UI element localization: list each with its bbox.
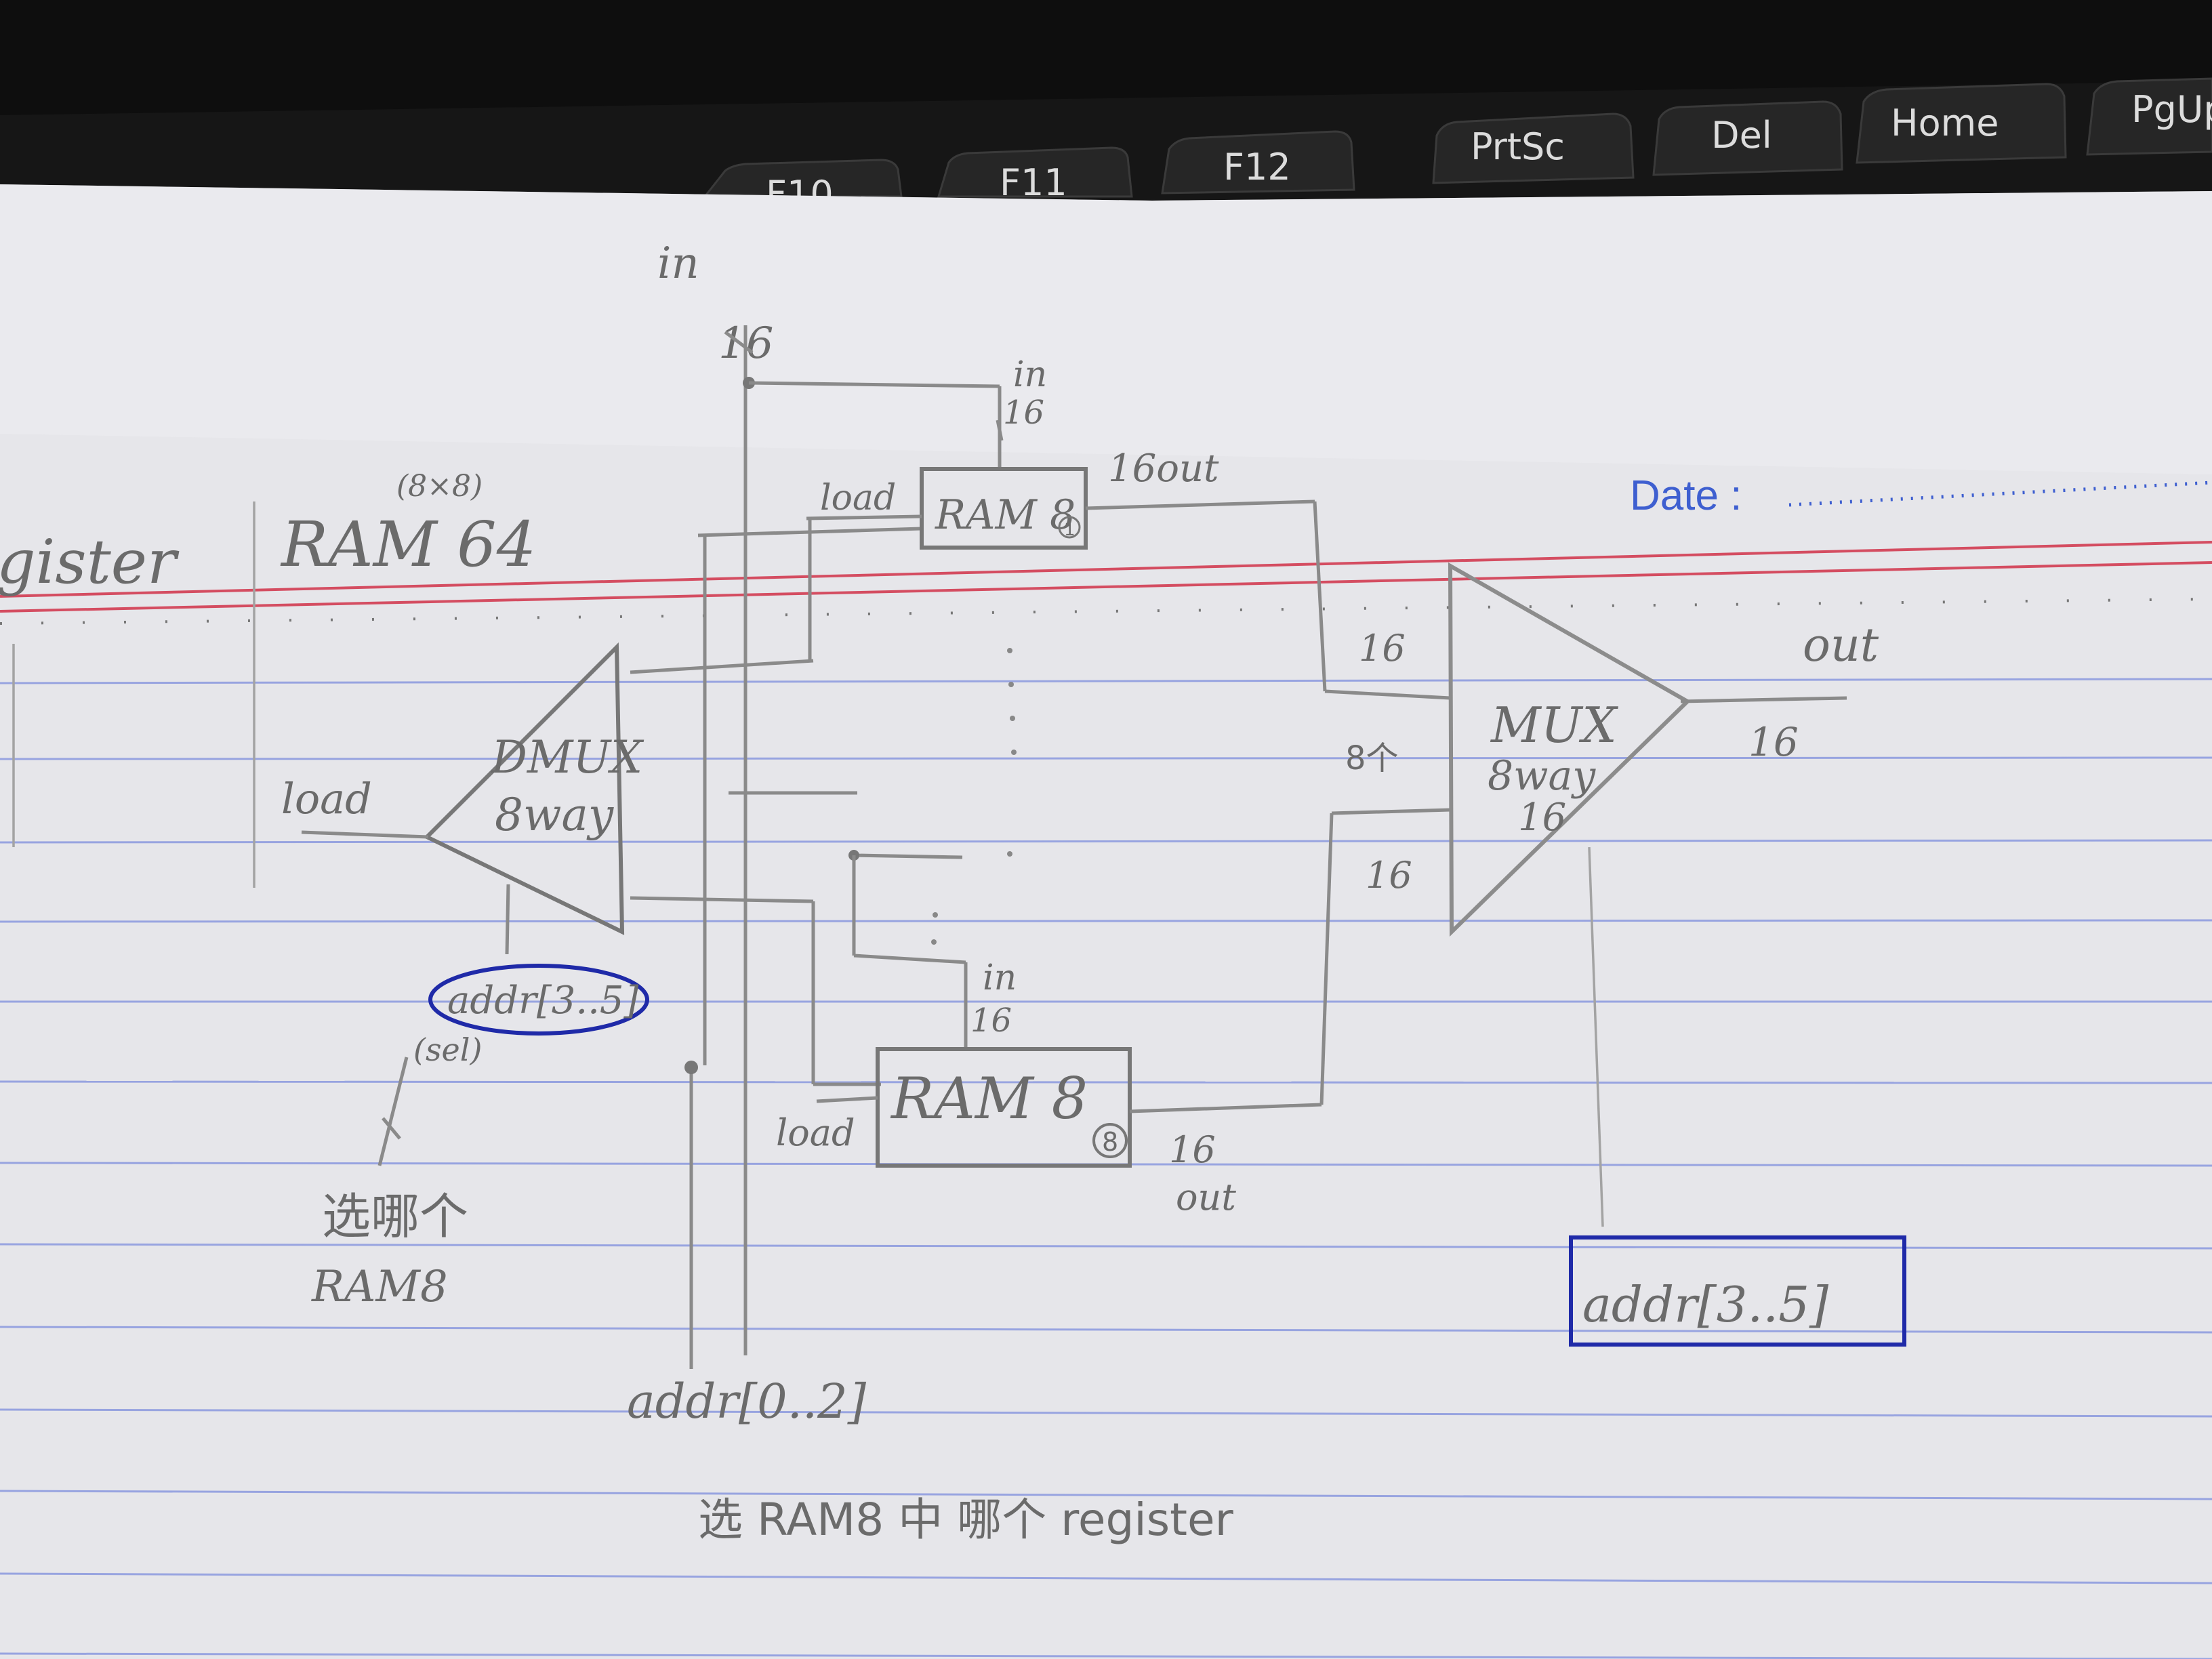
dmux-8way: DMUX 8way load addr[3..5] (sel) 选哪个 RAM8 — [281, 642, 881, 1312]
key-home-label: Home — [1891, 102, 1999, 144]
mux-in-mid: 8个 — [1345, 739, 1399, 777]
title-note: (8×8) — [396, 469, 483, 504]
addr-low-note: 选 RAM8 中 哪个 register — [698, 1494, 1234, 1546]
key-f11-label: F11 — [1000, 161, 1067, 204]
mux-sel: addr[3..5] — [1582, 1276, 1829, 1333]
notebook-page: Date : gister — [0, 184, 2212, 1659]
key-del-label: Del — [1711, 114, 1772, 157]
key-pgup: PgUp — [2086, 77, 2212, 156]
dmux-sel-note: (sel) — [413, 1031, 482, 1068]
mux-out: out — [1803, 619, 1879, 672]
key-del: Del — [1652, 100, 1843, 176]
date-label: Date : — [1630, 472, 1742, 519]
key-f12-label: F12 — [1223, 146, 1291, 188]
ram64-diagram: (8×8) RAM 64 in 16 RAM 8 1 in 16 load — [280, 239, 1906, 1546]
dmux-note-2: RAM8 — [311, 1262, 448, 1312]
red-rule-2 — [0, 561, 2212, 613]
ram8-bottom-in-width: 16 — [970, 1002, 1012, 1040]
key-f11: F11 — [937, 146, 1133, 204]
ram8-top-name: RAM 8 — [935, 491, 1076, 539]
mux-name: MUX — [1490, 697, 1618, 754]
ram8-bottom-out: out — [1176, 1176, 1236, 1218]
ram8-bottom-out-width: 16 — [1169, 1128, 1216, 1171]
mux-in-bottom: 16 — [1366, 854, 1412, 897]
ram8-top: RAM 8 1 in 16 load 16out — [630, 354, 1451, 700]
ram8-top-load: load — [820, 478, 896, 518]
ruled-lines — [0, 678, 2212, 1659]
mux-sel-box — [1569, 1235, 1906, 1347]
dmux-name: DMUX — [491, 731, 644, 783]
mux-in-top: 16 — [1359, 627, 1406, 670]
ram8-bottom-name: RAM 8 — [890, 1065, 1088, 1132]
red-rule-1 — [0, 541, 2212, 598]
dmux-ways: 8way — [495, 789, 614, 841]
key-home: Home — [1856, 83, 2067, 164]
ram8-top-in-width: 16 — [1003, 394, 1044, 432]
key-prtsc: PrtSc — [1432, 112, 1635, 184]
dmux-sel: addr[3..5] — [447, 979, 639, 1023]
key-pgup-label: PgUp — [2131, 88, 2212, 131]
ram8-bottom-load: load — [776, 1111, 855, 1154]
ram8-bottom: RAM 8 8 in 16 load 16 out — [776, 808, 1451, 1218]
input-label: in — [657, 239, 699, 289]
ram8-bottom-in: in — [983, 958, 1017, 998]
key-prtsc-label: PrtSc — [1471, 125, 1565, 168]
ram8-bottom-index: 8 — [1102, 1127, 1118, 1157]
dmux-note: 选哪个 — [322, 1188, 468, 1245]
margin-fragment: gister — [0, 527, 180, 598]
ram8-top-index: 1 — [1064, 520, 1076, 540]
mux-out-width: 16 — [1748, 719, 1799, 765]
dmux-sel-ring — [428, 964, 649, 1036]
ram8-top-in: in — [1013, 354, 1047, 395]
key-f12: F12 — [1161, 130, 1355, 194]
diagram-title: RAM 64 — [280, 508, 536, 581]
ellipsis — [931, 648, 1017, 945]
mux-8way: MUX 8way 16 16 8个 16 out 16 addr[3..5] — [1345, 562, 1906, 1347]
mux-width: 16 — [1518, 796, 1566, 840]
dmux-load: load — [281, 774, 372, 823]
addr-low-label: addr[0..2] — [627, 1374, 867, 1429]
ram8-top-out: 16out — [1108, 447, 1219, 491]
keyboard: F10 F11 F12 PrtSc Del Home PgUp — [0, 0, 2212, 216]
mux-ways: 8way — [1488, 752, 1596, 800]
